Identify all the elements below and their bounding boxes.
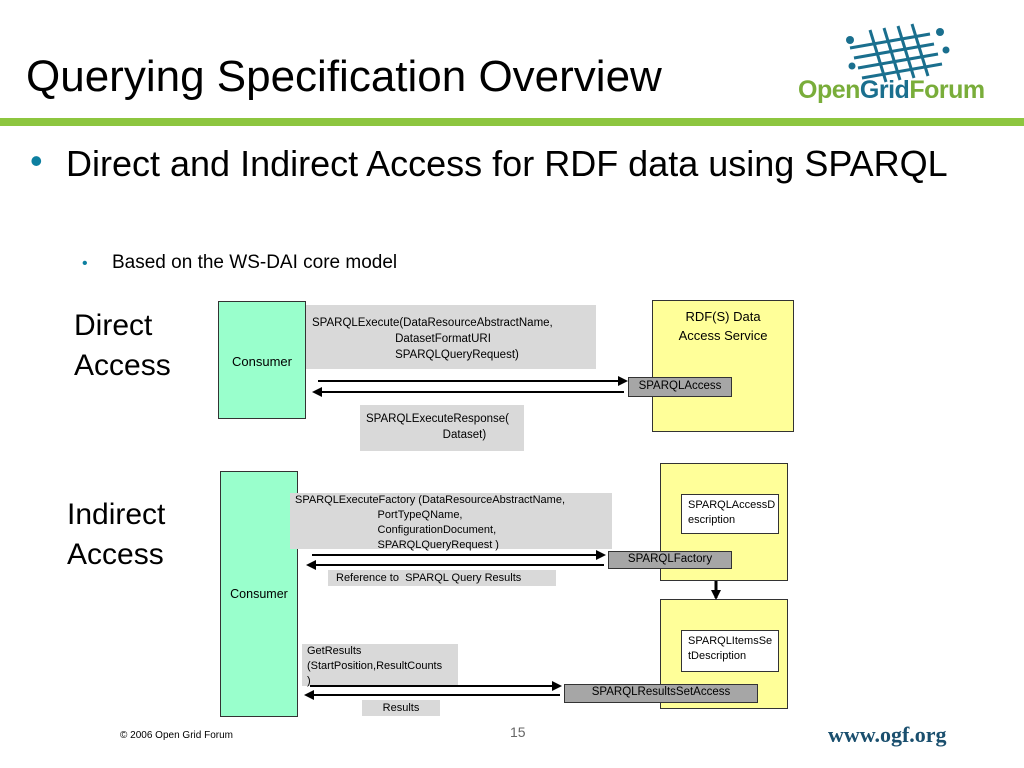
items-set-description-text: SPARQLItemsSe tDescription: [688, 635, 773, 662]
copyright-footer: © 2006 Open Grid Forum: [120, 730, 233, 741]
factory-request-message: SPARQLExecuteFactory (DataResourceAbstra…: [290, 493, 612, 551]
access-description-text: SPARQLAccessD escription: [688, 499, 776, 526]
direct-response-message: SPARQLExecuteResponse( Dataset): [360, 405, 524, 451]
direct-request-message: SPARQLExecute(DataResourceAbstractName, …: [306, 305, 596, 369]
indirect-access-label: Indirect Access: [67, 498, 166, 571]
results-text: Results: [382, 702, 420, 714]
sparql-access-port: SPARQLAccess: [628, 377, 732, 397]
logo-word-grid: Grid: [859, 76, 910, 104]
factory-response-text: Reference to SPARQL Query Results: [336, 572, 522, 584]
sparql-items-set-description-doc: SPARQLItemsSe tDescription: [681, 630, 779, 672]
bullet-text-1: Direct and Indirect Access for RDF data …: [66, 143, 948, 184]
indirect-consumer-label: Consumer: [230, 587, 288, 601]
title-underline-bar: [0, 118, 1024, 126]
page-number: 15: [510, 724, 526, 740]
bullet-marker-2: •: [82, 255, 88, 272]
rdf-service-label: RDF(S) Data Access Service: [678, 309, 768, 343]
sparql-results-set-access-port: SPARQLResultsSetAccess: [564, 684, 758, 703]
direct-request-text: SPARQLExecute(DataResourceAbstractName, …: [312, 317, 553, 361]
getresults-text: GetResults (StartPosition,ResultCounts ): [307, 645, 443, 687]
indirect-consumer-box: Consumer: [220, 471, 298, 717]
sparql-access-description-doc: SPARQLAccessD escription: [681, 494, 779, 534]
direct-consumer-label: Consumer: [232, 354, 292, 369]
direct-access-label: Direct Access: [74, 309, 171, 382]
bullet-text-2: Based on the WS-DAI core model: [112, 252, 398, 273]
results-message: Results: [362, 700, 440, 716]
logo-word-open: Open: [798, 76, 860, 104]
grid-lattice-icon: [846, 23, 950, 83]
direct-consumer-box: Consumer: [218, 301, 306, 419]
ogf-logo-wordmark: OpenGridForum: [798, 76, 985, 105]
factory-response-message: Reference to SPARQL Query Results: [328, 570, 556, 586]
slide-title: Querying Specification Overview: [26, 52, 662, 101]
direct-response-text: SPARQLExecuteResponse( Dataset): [366, 413, 509, 441]
rdf-data-access-service-box: RDF(S) Data Access Service: [652, 300, 794, 432]
getresults-message: GetResults (StartPosition,ResultCounts ): [302, 644, 458, 687]
bullet-marker-1: •: [30, 140, 43, 181]
sparql-factory-port: SPARQLFactory: [608, 551, 732, 569]
footer-url: www.ogf.org: [828, 722, 947, 747]
factory-request-text: SPARQLExecuteFactory (DataResourceAbstra…: [295, 494, 566, 551]
logo-word-forum: Forum: [909, 76, 985, 104]
